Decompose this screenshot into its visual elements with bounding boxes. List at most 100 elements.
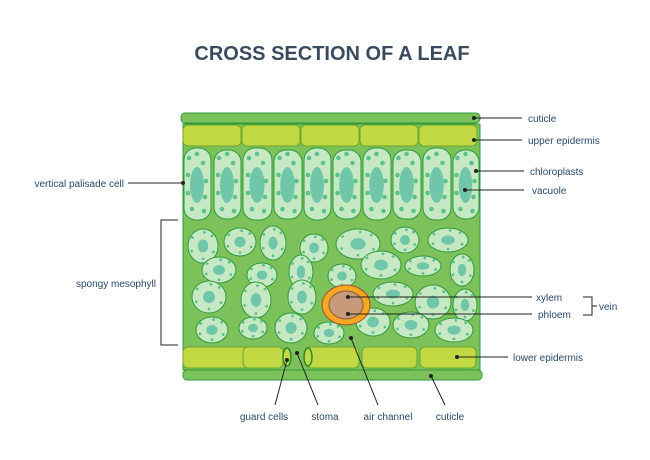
chloroplast (204, 272, 208, 276)
epidermis-cell (182, 124, 242, 147)
chloroplast (381, 208, 386, 214)
vacuole (367, 316, 379, 328)
spongy-cell (299, 233, 329, 263)
chloroplast (422, 328, 425, 331)
vacuole (460, 298, 470, 312)
chloroplast (219, 206, 225, 212)
chloroplast (314, 235, 317, 239)
chloroplast (190, 249, 194, 253)
chloroplast (463, 315, 467, 319)
chloroplast (300, 331, 304, 335)
guard-cells (282, 347, 313, 367)
chloroplast (421, 272, 425, 275)
chloroplast (379, 274, 383, 277)
labels: cuticle upper epidermis chloroplasts vac… (35, 114, 618, 423)
chloroplast (467, 259, 471, 262)
chloroplast (399, 206, 404, 212)
palisade-cell (452, 149, 480, 220)
chloroplast (420, 315, 424, 319)
chloroplast (464, 290, 468, 294)
chloroplast (451, 273, 455, 277)
chloroplast (358, 230, 362, 234)
chloroplast (249, 277, 253, 280)
chloroplast (458, 231, 462, 235)
chloroplast (413, 243, 417, 246)
vacuole (323, 328, 335, 338)
chloroplast (446, 247, 450, 251)
chloroplast (224, 151, 230, 157)
label-upper-epidermis: upper epidermis (528, 136, 600, 147)
spongy-cell (313, 321, 345, 345)
chloroplast (454, 319, 458, 322)
label-stoma: stoma (311, 412, 339, 423)
chloroplast (291, 262, 294, 265)
chloroplast (329, 322, 332, 326)
chloroplast (358, 324, 362, 328)
chloroplast (290, 287, 294, 290)
chloroplast (243, 304, 247, 307)
chloroplast (411, 208, 416, 214)
vacuole (197, 239, 209, 253)
chloroplast (452, 337, 456, 341)
chloroplast (227, 233, 231, 237)
chloroplast (305, 190, 311, 196)
chloroplast (269, 266, 273, 270)
spongy-cell (187, 228, 219, 264)
palisade-cell (332, 149, 362, 220)
label-lines (128, 116, 597, 406)
chloroplast (336, 325, 340, 328)
vacuole (404, 320, 418, 330)
spongy-cell (452, 288, 478, 322)
label-spongy-mesophyll: spongy mesophyll (76, 279, 156, 290)
chloroplast (409, 333, 413, 337)
vacuole (206, 325, 218, 335)
palisade-cell (362, 147, 392, 221)
chloroplast (454, 190, 459, 196)
chloroplast (314, 151, 320, 157)
chloroplast (265, 304, 268, 308)
chloroplast (276, 172, 281, 178)
chloroplast (423, 256, 427, 260)
chloroplast (426, 155, 431, 161)
chloroplast (339, 206, 344, 212)
chloroplast (356, 253, 360, 257)
chloroplast (403, 285, 407, 289)
chloroplast (419, 292, 422, 295)
spongy-cell (335, 228, 381, 260)
chloroplast (463, 151, 468, 157)
chloroplast (210, 338, 214, 342)
chloroplast (240, 229, 244, 233)
chloroplast (205, 262, 209, 265)
chloroplast (443, 178, 448, 184)
vacuole (213, 265, 225, 275)
chloroplast (431, 242, 435, 246)
chloroplast (425, 172, 430, 178)
chloroplast (277, 331, 281, 334)
spongy-cell (195, 316, 229, 344)
palisade-cell (242, 147, 273, 221)
chloroplast (245, 190, 251, 196)
chloroplast (470, 294, 474, 297)
chloroplast (369, 206, 374, 212)
chloroplast (310, 301, 314, 305)
chloroplast (448, 229, 452, 232)
chloroplast (260, 160, 266, 166)
chloroplast (212, 318, 216, 321)
chloroplast (254, 151, 260, 157)
spongy-cell (372, 281, 414, 307)
chloroplast (350, 160, 355, 166)
palisade-cell (303, 147, 332, 221)
chloroplast (215, 190, 221, 196)
chloroplast (374, 151, 379, 157)
vacuole (429, 167, 444, 203)
chloroplast (349, 267, 352, 271)
vacuole (350, 238, 366, 250)
chloroplast (201, 208, 207, 214)
chloroplast (452, 260, 455, 264)
chloroplast (262, 264, 265, 267)
chloroplast (413, 178, 418, 184)
chloroplast (248, 232, 252, 236)
chloroplast (291, 160, 296, 166)
chloroplast (293, 194, 298, 200)
chloroplast (231, 208, 237, 214)
